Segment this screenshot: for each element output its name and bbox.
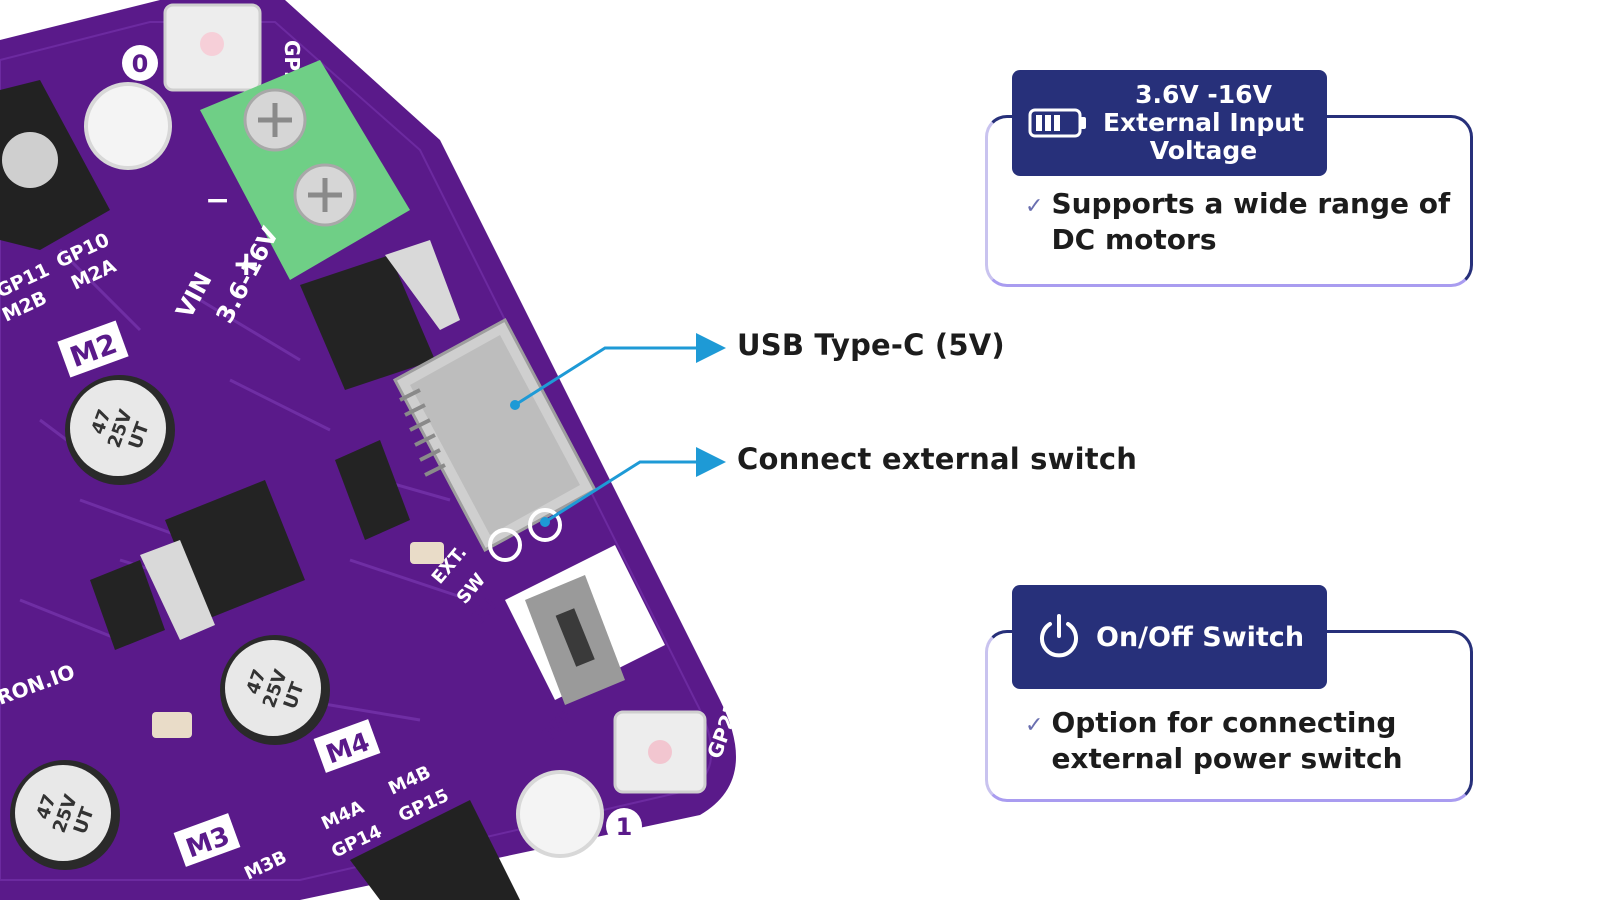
voltage-title-line: External Input bbox=[1102, 108, 1305, 137]
voltage-bullet-line: DC motors bbox=[1051, 223, 1217, 256]
smd-component bbox=[410, 542, 444, 564]
ic-chip bbox=[90, 560, 165, 650]
regulator-tab bbox=[140, 540, 215, 640]
marker-one-badge bbox=[606, 808, 642, 844]
power-card-header: On/Off Switch bbox=[1012, 585, 1327, 689]
terminal-screw bbox=[2, 132, 58, 188]
marker-zero: 0 bbox=[132, 50, 149, 78]
check-icon: ✓ bbox=[1025, 194, 1044, 219]
power-bullet: ✓ Option for connecting external power s… bbox=[1025, 705, 1403, 777]
slide-switch bbox=[505, 545, 665, 705]
m2-badge bbox=[57, 320, 129, 378]
label-plus: + bbox=[232, 244, 261, 284]
label-minus: − bbox=[205, 183, 230, 218]
capacitor: 47 25V UT bbox=[10, 760, 120, 870]
voltage-bullet-line: Supports a wide range of bbox=[1051, 187, 1451, 220]
terminal-bottom bbox=[350, 800, 520, 900]
led-top bbox=[163, 3, 262, 92]
voltage-regulator bbox=[165, 480, 305, 620]
m4-badge bbox=[313, 719, 381, 773]
diode bbox=[335, 440, 410, 540]
regulator-tab bbox=[385, 240, 460, 330]
usb-callout-label: USB Type-C (5V) bbox=[737, 328, 1005, 362]
power-icon bbox=[1040, 614, 1078, 658]
m3-badge bbox=[173, 813, 241, 867]
switch-callout-dot bbox=[540, 517, 550, 527]
screw-terminal bbox=[200, 60, 410, 280]
mounting-hole bbox=[516, 770, 604, 858]
switch-callout-arrow bbox=[544, 447, 726, 524]
marker-zero-badge bbox=[122, 45, 158, 81]
check-icon: ✓ bbox=[1025, 713, 1044, 738]
ext-switch-pad bbox=[528, 508, 562, 542]
switch-callout-label: Connect external switch bbox=[737, 442, 1138, 476]
usb-callout-dot bbox=[510, 400, 520, 410]
mounting-hole bbox=[84, 82, 172, 170]
voltage-title-line: Voltage bbox=[1149, 136, 1258, 165]
usb-callout-arrow bbox=[514, 333, 726, 407]
led-bottom bbox=[613, 710, 707, 794]
power-bullet-line: external power switch bbox=[1051, 742, 1403, 775]
power-card-title: On/Off Switch bbox=[1096, 621, 1305, 653]
ext-switch-pad bbox=[488, 528, 522, 562]
marker-one: 1 bbox=[616, 813, 633, 841]
voltage-regulator bbox=[300, 255, 435, 390]
smd-component bbox=[152, 712, 192, 738]
voltage-range: 3.6V -16V bbox=[1135, 80, 1272, 109]
power-bullet-line: Option for connecting bbox=[1051, 706, 1397, 739]
voltage-card-header: 3.6V -16V External Input Voltage bbox=[1012, 70, 1327, 176]
capacitor: 47 25V UT bbox=[220, 635, 330, 745]
capacitor: 47 25V UT bbox=[65, 375, 175, 485]
battery-icon bbox=[1028, 108, 1086, 138]
voltage-bullet: ✓ Supports a wide range of DC motors bbox=[1025, 186, 1450, 258]
